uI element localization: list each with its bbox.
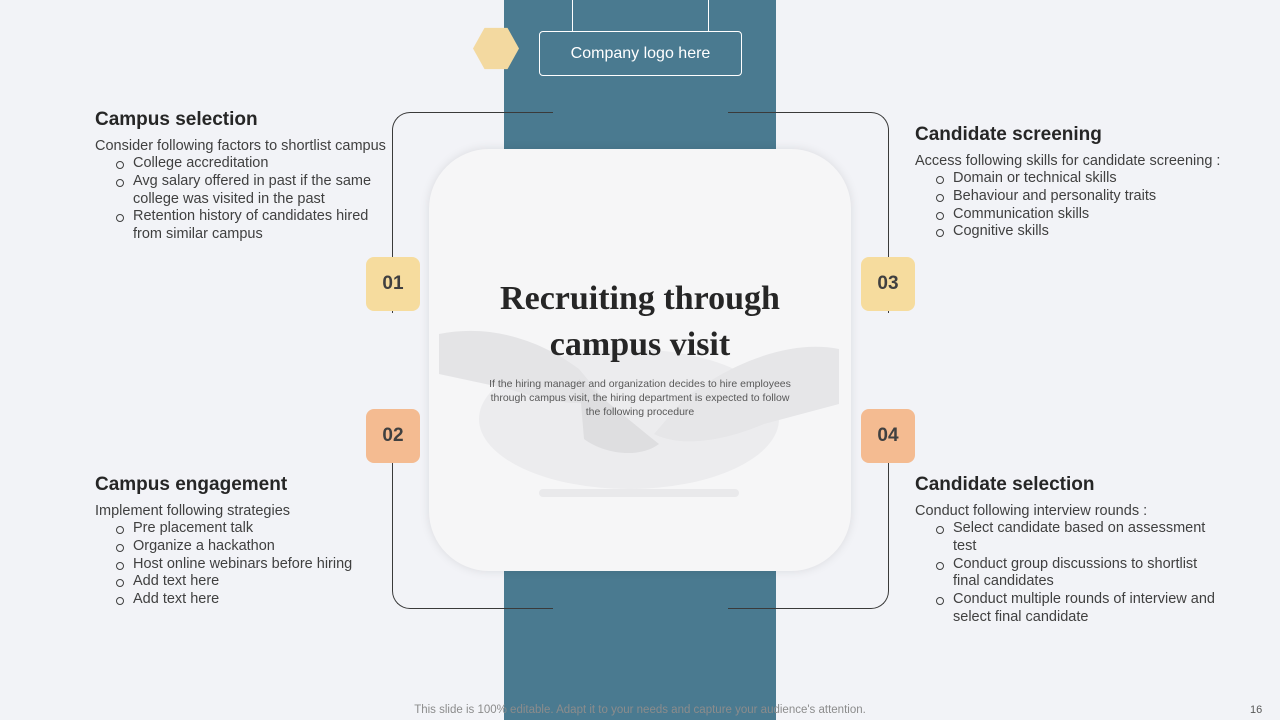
step-title: Campus engagement — [95, 474, 288, 495]
list-item: Domain or technical skills — [915, 170, 1235, 188]
center-subtitle: If the hiring manager and organization d… — [489, 378, 791, 418]
list-item: Communication skills — [915, 206, 1235, 224]
center-title-line2: campus visit — [549, 326, 731, 363]
logo-hanger-left — [572, 0, 573, 32]
list-item: Conduct group discussions to shortlist f… — [915, 556, 1215, 592]
center-title-line1: Recruiting through — [500, 280, 780, 317]
center-card — [429, 149, 851, 571]
step-intro: Implement following strategies — [95, 503, 291, 519]
connector-bracket-01 — [392, 112, 553, 313]
list-item: College accreditation — [95, 155, 395, 173]
step-number-03: 03 — [861, 257, 915, 311]
step-title: Candidate selection — [915, 474, 1095, 495]
list-item: Host online webinars before hiring — [95, 556, 395, 574]
step-number-02: 02 — [366, 409, 420, 463]
connector-bracket-04 — [728, 410, 889, 609]
list-item: Cognitive skills — [915, 223, 1235, 241]
step-intro: Access following skills for candidate sc… — [915, 153, 1221, 169]
list-item: Conduct multiple rounds of interview and… — [915, 591, 1215, 627]
list-item: Behaviour and personality traits — [915, 188, 1235, 206]
page-number: 16 — [1250, 704, 1263, 716]
bullet-list: Domain or technical skills Behaviour and… — [915, 170, 1235, 241]
connector-bracket-02 — [392, 410, 553, 609]
list-item: Pre placement talk — [95, 520, 395, 538]
step-campus-engagement: Campus engagement Implement following st… — [95, 474, 395, 609]
company-logo-placeholder[interactable]: Company logo here — [539, 31, 742, 76]
step-number-01: 01 — [366, 257, 420, 311]
list-item: Add text here — [95, 573, 395, 591]
bullet-list: Select candidate based on assessment tes… — [915, 520, 1215, 627]
list-item: Organize a hackathon — [95, 538, 395, 556]
bullet-list: Pre placement talk Organize a hackathon … — [95, 520, 395, 609]
step-campus-selection: Campus selection Consider following fact… — [95, 109, 395, 244]
list-item: Retention history of candidates hired fr… — [95, 208, 395, 244]
step-intro: Conduct following interview rounds : — [915, 503, 1148, 519]
step-intro: Consider following factors to shortlist … — [95, 138, 386, 154]
logo-hanger-right — [708, 0, 709, 32]
step-candidate-selection: Candidate selection Conduct following in… — [915, 474, 1235, 627]
bullet-list: College accreditation Avg salary offered… — [95, 155, 395, 244]
center-title: Recruiting through campus visit — [440, 276, 840, 368]
step-candidate-screening: Candidate screening Access following ski… — [915, 124, 1235, 241]
step-number-04: 04 — [861, 409, 915, 463]
footer-note: This slide is 100% editable. Adapt it to… — [414, 704, 866, 716]
list-item: Avg salary offered in past if the same c… — [95, 173, 395, 209]
list-item: Select candidate based on assessment tes… — [915, 520, 1215, 556]
step-title: Candidate screening — [915, 124, 1102, 145]
handshake-image — [439, 330, 839, 497]
step-title: Campus selection — [95, 109, 258, 130]
connector-bracket-03 — [728, 112, 889, 313]
list-item: Add text here — [95, 591, 395, 609]
